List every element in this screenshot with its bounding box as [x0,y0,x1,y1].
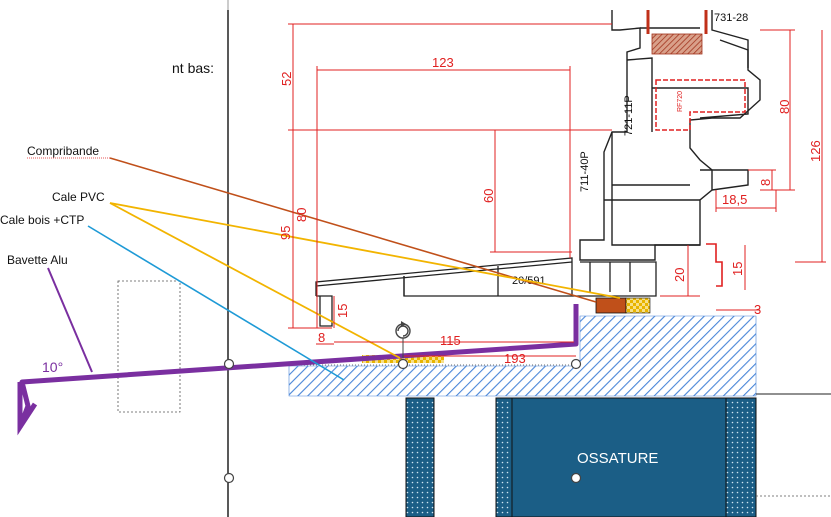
glazing-section [651,33,703,55]
dim-126: 126 [808,140,823,162]
dim-52: 52 [279,72,294,86]
partial-label: nt bas: [172,60,214,76]
ossature-label: OSSATURE [577,450,658,467]
window-profile [579,10,761,261]
profile-731-label: 731-28 [714,12,748,24]
ossature-post-right [725,397,757,517]
dim-123: 123 [432,55,454,70]
dim-80: 80 [294,208,309,222]
profile-711-label: 711-40P [579,151,591,192]
bavette-label: Bavette Alu [7,253,68,267]
bavette-alu [17,304,579,428]
rf720-label: RF720 [677,91,684,112]
cale-pvc-label: Cale PVC [52,190,105,204]
dimension-lines [288,23,826,357]
compribande-block [595,297,627,314]
cale-pvc-block [625,297,651,314]
dim-60: 60 [481,189,496,203]
dim-80-right: 80 [777,100,792,114]
dashed-outline [117,280,181,413]
ossature-post-mid [495,397,513,517]
dim-20: 20 [672,268,687,282]
reinforcement-rf720 [655,79,746,131]
dim-95: 95 [278,226,293,240]
selection-handle-5[interactable] [570,472,582,484]
ossature-post-left [405,397,435,517]
cale-bois-label: Cale bois +CTP [0,213,84,227]
dim-15-right: 15 [730,262,745,276]
selection-handle-2[interactable] [397,358,409,370]
dim-193: 193 [504,351,526,366]
cale-pvc-leader-1 [109,202,621,299]
dim-18-5: 18,5 [722,192,747,207]
cale-bois-leader [87,225,345,381]
rotate-handle-icon[interactable] [395,321,411,358]
angle-label: 10° [42,359,63,375]
dim-8: 8 [318,330,325,345]
selection-handle-1[interactable] [223,358,235,370]
compribande-label: Compribande [27,144,99,158]
selection-handle-3[interactable] [570,358,582,370]
dim-115: 115 [440,333,461,348]
dim-15: 15 [335,304,350,318]
profile-721-label: 721-11P [623,95,635,136]
ossature-beam [511,397,727,517]
bavette-tip [17,382,38,436]
cale-pvc-leader-2 [109,202,401,359]
dim-3: 3 [754,302,761,317]
dim-8-right: 8 [758,179,773,186]
selection-handle-4[interactable] [223,472,235,484]
bavette-leader [47,267,93,373]
